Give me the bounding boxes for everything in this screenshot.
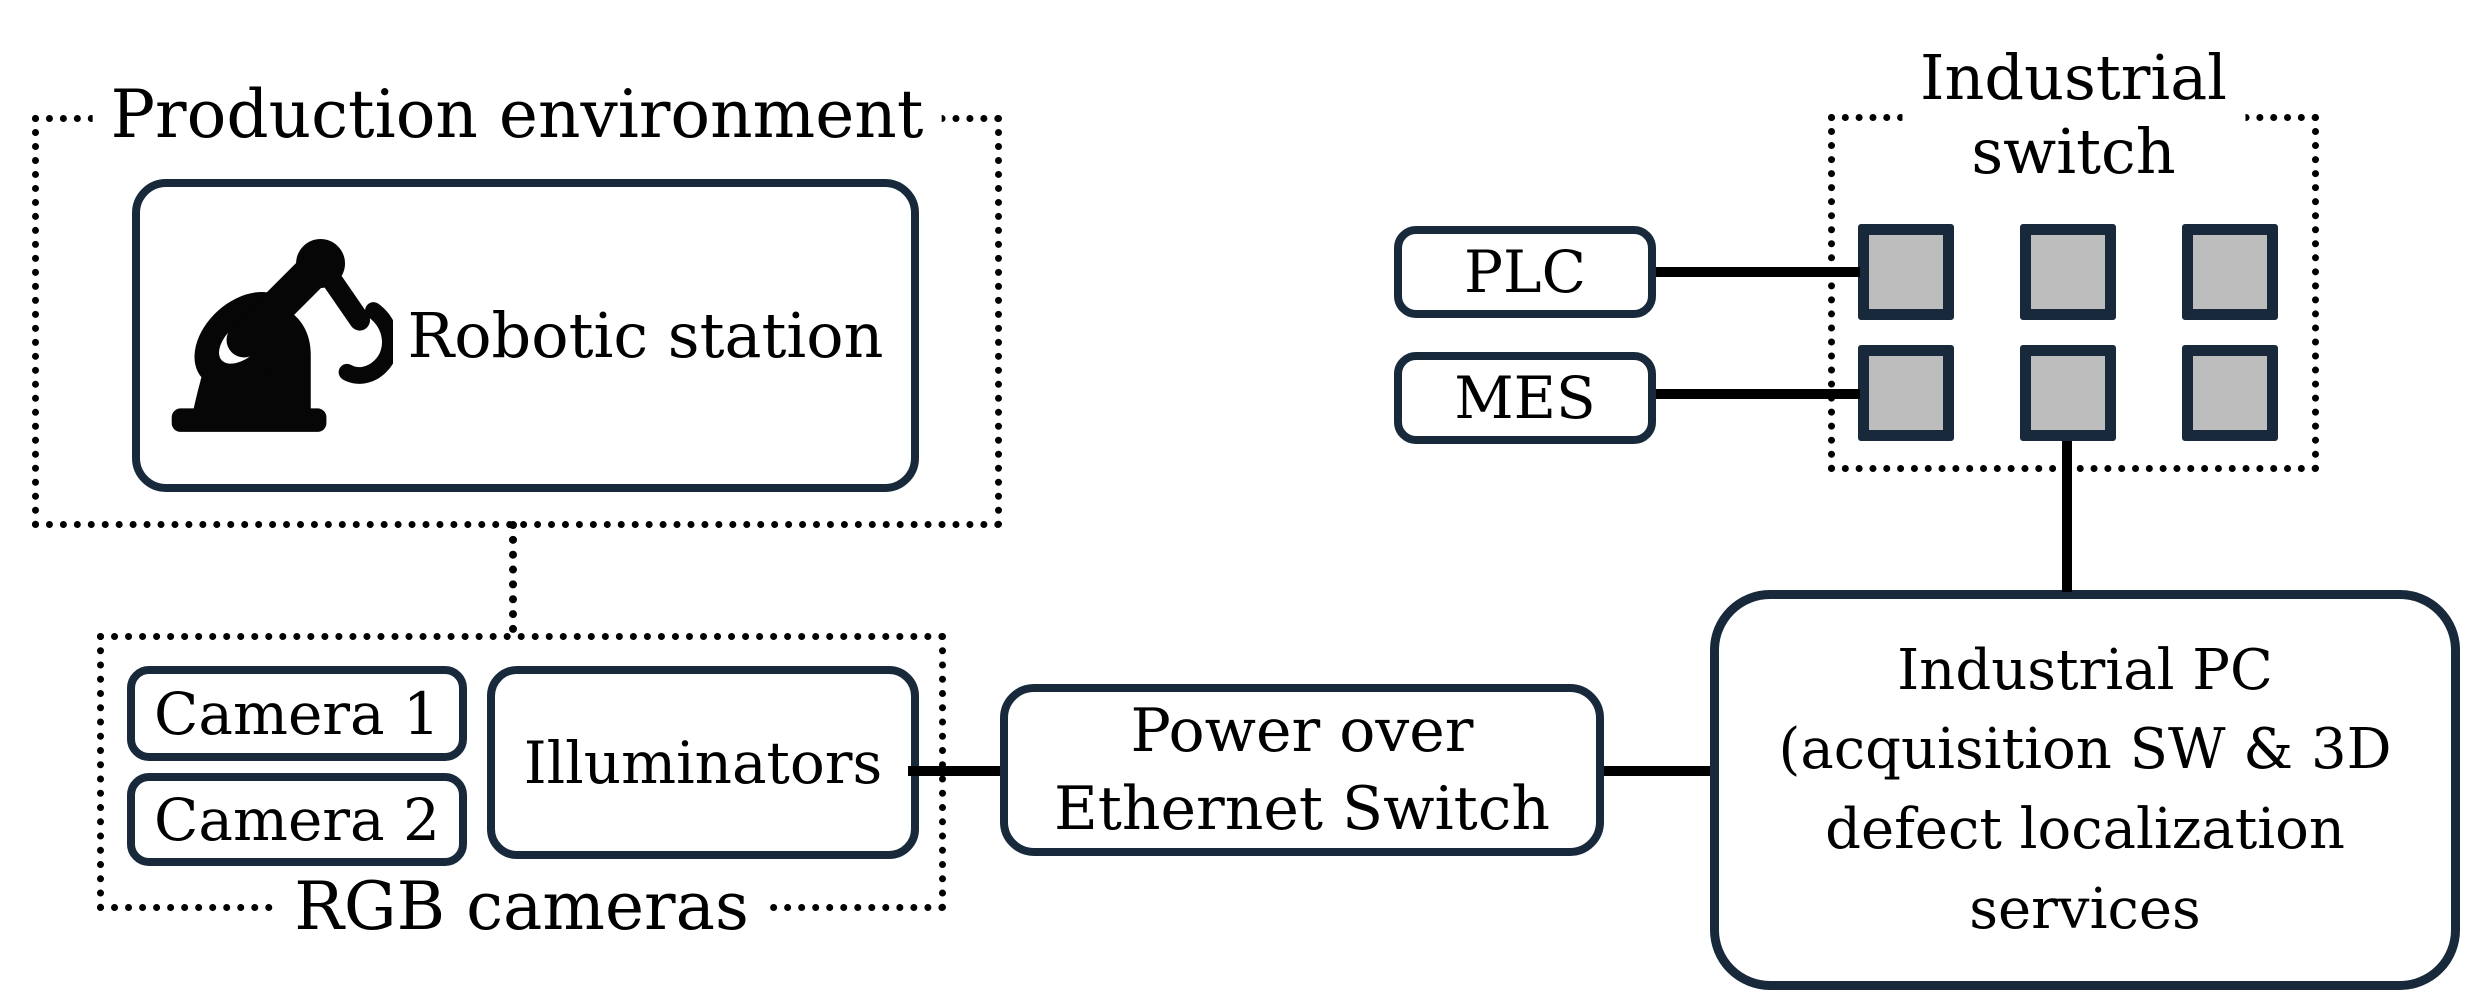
robotic-station-label: Robotic station	[407, 299, 884, 372]
poe-switch-label-line2: Ethernet Switch	[1053, 774, 1551, 844]
camera-1-box: Camera 1	[127, 666, 467, 761]
connector-mes-to-switch	[1656, 389, 1860, 399]
industrial-switch-group: Industrial switch	[1828, 41, 2319, 472]
connector-rgb-to-poe	[908, 766, 1004, 776]
plc-box: PLC	[1394, 226, 1656, 318]
production-environment-label: Production environment	[92, 77, 942, 153]
camera-2-box: Camera 2	[127, 773, 467, 866]
camera-2-label: Camera 2	[154, 785, 440, 854]
industrial-switch-label: Industrial switch	[1901, 41, 2246, 190]
connector-production-to-rgb	[509, 521, 517, 633]
switch-port	[2020, 224, 2116, 320]
robotic-station-box: Robotic station	[132, 179, 919, 492]
industrial-switch-label-line1: Industrial	[1919, 41, 2228, 114]
illuminators-label: Illuminators	[523, 728, 883, 797]
switch-port	[1858, 345, 1954, 441]
production-environment-group: Production environment	[32, 77, 1002, 528]
switch-port	[2182, 224, 2278, 320]
mes-box: MES	[1394, 352, 1656, 444]
industrial-pc-line1: Industrial PC	[1897, 637, 2273, 703]
industrial-pc-line4: services	[1969, 876, 2201, 942]
industrial-switch-label-line2: switch	[1971, 115, 2176, 189]
switch-port	[1858, 224, 1954, 320]
camera-1-label: Camera 1	[154, 679, 440, 748]
poe-switch-label-line1: Power over	[1130, 696, 1474, 766]
rgb-cameras-label: RGB cameras	[276, 869, 767, 945]
industrial-pc-line3: defect localization	[1825, 797, 2345, 862]
connector-plc-to-switch	[1656, 267, 1860, 277]
robot-arm-icon	[158, 236, 399, 436]
industrial-pc-line2: (acquisition SW & 3D	[1778, 717, 2392, 783]
plc-label: PLC	[1464, 238, 1586, 306]
switch-port	[2020, 345, 2116, 441]
connector-switch-to-pc	[2062, 440, 2072, 592]
connector-poe-to-pc	[1604, 766, 1710, 776]
mes-label: MES	[1454, 364, 1596, 432]
rgb-cameras-group: RGB cameras Camera 1 Camera 2 Illuminato…	[97, 633, 946, 945]
illuminators-box: Illuminators	[487, 666, 919, 859]
poe-switch-box: Power over Ethernet Switch	[1000, 684, 1604, 856]
industrial-pc-box: Industrial PC (acquisition SW & 3D defec…	[1710, 590, 2460, 990]
switch-port	[2182, 345, 2278, 441]
